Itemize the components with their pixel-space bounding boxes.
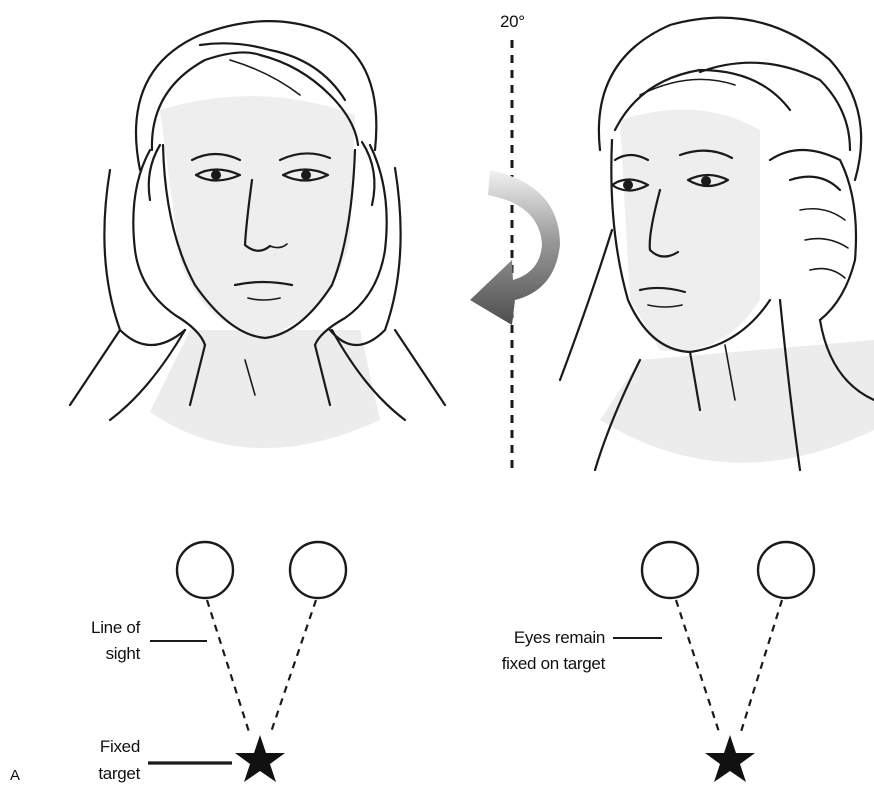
right-face-shade bbox=[620, 110, 760, 352]
left-head-frontal bbox=[70, 21, 445, 448]
left-gaze-diagram bbox=[148, 542, 346, 782]
left-neck-shade bbox=[150, 330, 380, 448]
line-of-sight-label-line1: Line of bbox=[30, 616, 140, 640]
right-eye-circle-1 bbox=[642, 542, 698, 598]
right-line-of-sight-2 bbox=[740, 600, 782, 735]
panel-letter: A bbox=[10, 764, 30, 788]
right-fixed-target-star bbox=[705, 735, 755, 782]
eyes-fixed-label-line2: fixed on target bbox=[400, 652, 605, 676]
rotation-indicator bbox=[470, 40, 560, 470]
left-line-of-sight-2 bbox=[270, 600, 316, 735]
angle-label: 20° bbox=[500, 10, 550, 34]
right-line-of-sight-1 bbox=[676, 600, 720, 735]
right-eye-circle-2 bbox=[758, 542, 814, 598]
curved-rotation-arrow bbox=[470, 170, 560, 325]
left-line-of-sight-1 bbox=[207, 600, 250, 735]
eyes-fixed-label-line1: Eyes remain bbox=[400, 626, 605, 650]
left-eye-circle-2 bbox=[290, 542, 346, 598]
left-fixed-target-star bbox=[235, 735, 285, 782]
line-of-sight-label-line2: sight bbox=[30, 642, 140, 666]
left-eye-circle-1 bbox=[177, 542, 233, 598]
fixed-target-label-line2: target bbox=[30, 762, 140, 786]
right-gaze-diagram bbox=[613, 542, 814, 782]
fixed-target-label-line1: Fixed bbox=[30, 735, 140, 759]
right-head-rotated bbox=[560, 18, 874, 470]
